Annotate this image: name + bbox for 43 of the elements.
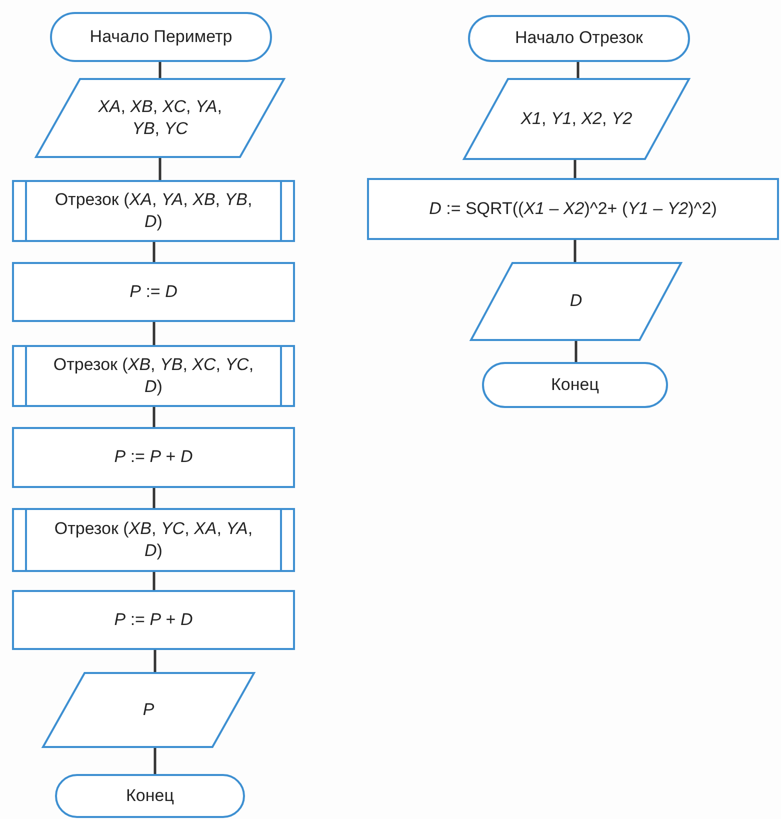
connector-line (152, 407, 156, 427)
node-label: P := D (130, 280, 178, 303)
connector-line (152, 572, 156, 590)
input-output-parallelogram (463, 78, 690, 160)
connector-line (574, 160, 576, 178)
connector-line (152, 322, 156, 345)
connector-line (574, 240, 576, 262)
subroutine-box (12, 508, 295, 572)
terminator-shape (468, 15, 690, 62)
process-box (12, 262, 295, 322)
connector-line (158, 158, 162, 180)
node-label: XA, XB, XC, YA, YB, YC (97, 96, 223, 140)
node-label: Отрезок (XA, YA, XB, YB, D) (54, 188, 254, 233)
node-label: X1, Y1, X2, Y2 (520, 108, 632, 130)
process-box (12, 427, 295, 488)
connector-line (154, 748, 156, 774)
connector-line (152, 488, 156, 508)
connector-line (574, 341, 578, 362)
subroutine-box (12, 180, 295, 242)
node-label: P := P + D (114, 446, 193, 468)
node-label: Начало Отрезок (515, 27, 643, 50)
node-label: Конец (551, 374, 599, 396)
process-box (367, 178, 779, 240)
connector-line (152, 242, 156, 262)
node-label: D := SQRT((X1 – X2)^2+ (Y1 – Y2)^2) (429, 198, 717, 220)
terminator-shape (50, 12, 272, 62)
connector-line (576, 62, 580, 78)
node-label: Конец (126, 784, 174, 807)
connector-line (154, 650, 156, 672)
node-label: Начало Периметр (90, 26, 232, 48)
node-label: Отрезок (XB, YC, XA, YA, D) (53, 518, 254, 562)
connector-line (158, 62, 162, 78)
node-label: D (570, 290, 582, 312)
node-label: P (142, 698, 154, 721)
subroutine-box (12, 345, 295, 407)
input-output-parallelogram (35, 78, 285, 158)
input-output-parallelogram (470, 262, 682, 341)
process-box (12, 590, 295, 650)
input-output-parallelogram (42, 672, 255, 748)
terminator-shape (55, 774, 245, 818)
terminator-shape (482, 362, 668, 408)
node-label: Отрезок (XB, YB, XC, YC, D) (52, 354, 255, 398)
node-label: P := P + D (114, 608, 193, 631)
